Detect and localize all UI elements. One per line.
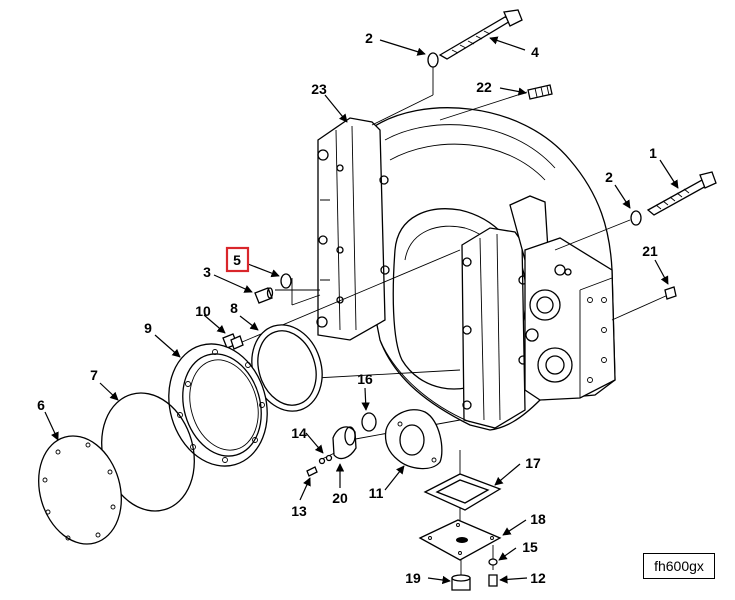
- flywheel-housing: [316, 107, 616, 431]
- callout-12: 12: [530, 570, 546, 586]
- callout-19: 19: [405, 570, 421, 586]
- callout-21: 21: [642, 243, 658, 259]
- callout-7: 7: [90, 367, 98, 383]
- dowel-pin: [254, 287, 274, 304]
- callout-8: 8: [230, 300, 238, 316]
- callout-2-top: 2: [365, 30, 373, 46]
- cover-20: [332, 426, 357, 460]
- washer-right: [630, 210, 642, 226]
- callout-5: 5: [233, 252, 241, 268]
- washer-15: [488, 558, 498, 566]
- callout-4: 4: [531, 44, 539, 60]
- callout-20: 20: [332, 490, 348, 506]
- callout-10: 10: [195, 303, 211, 319]
- callout-23: 23: [311, 81, 327, 97]
- callout-9: 9: [144, 320, 152, 336]
- gasket-17: [423, 473, 502, 511]
- leader-lines: [44, 36, 679, 585]
- callout-14: 14: [291, 425, 307, 441]
- callout-16: 16: [357, 371, 373, 387]
- screw-12: [488, 574, 498, 587]
- o-ring-5: [280, 273, 292, 289]
- callout-11: 11: [369, 485, 384, 501]
- screw-13: [306, 466, 318, 477]
- figure-code-label: fh600gx: [643, 553, 715, 579]
- callout-labels: 1 2 2 3 4 5 6 7 8 9 10 11 12 13 14 15 16…: [37, 30, 658, 586]
- callout-2-right: 2: [605, 169, 613, 185]
- washers-14: [318, 454, 333, 465]
- callout-1: 1: [649, 145, 657, 161]
- callout-6: 6: [37, 397, 45, 413]
- callout-13: 13: [291, 503, 307, 519]
- stud: [527, 84, 553, 100]
- callout-22: 22: [476, 79, 492, 95]
- plug-19: [451, 574, 471, 591]
- gasket-plate-6: [38, 435, 122, 545]
- o-ring-16: [361, 412, 377, 432]
- gasket-11: [384, 409, 443, 470]
- plug-21: [664, 286, 677, 300]
- plate-18: [418, 519, 502, 561]
- bolt-top: [438, 9, 523, 60]
- highlight-box: [225, 246, 250, 273]
- fitting-10: [222, 333, 244, 350]
- cover-plate-9: [168, 343, 268, 467]
- bolt-right: [646, 171, 717, 216]
- washer-top: [427, 52, 439, 68]
- callout-17: 17: [525, 455, 541, 471]
- callout-3: 3: [203, 264, 211, 280]
- callout-18: 18: [530, 511, 546, 527]
- callout-15: 15: [522, 539, 538, 555]
